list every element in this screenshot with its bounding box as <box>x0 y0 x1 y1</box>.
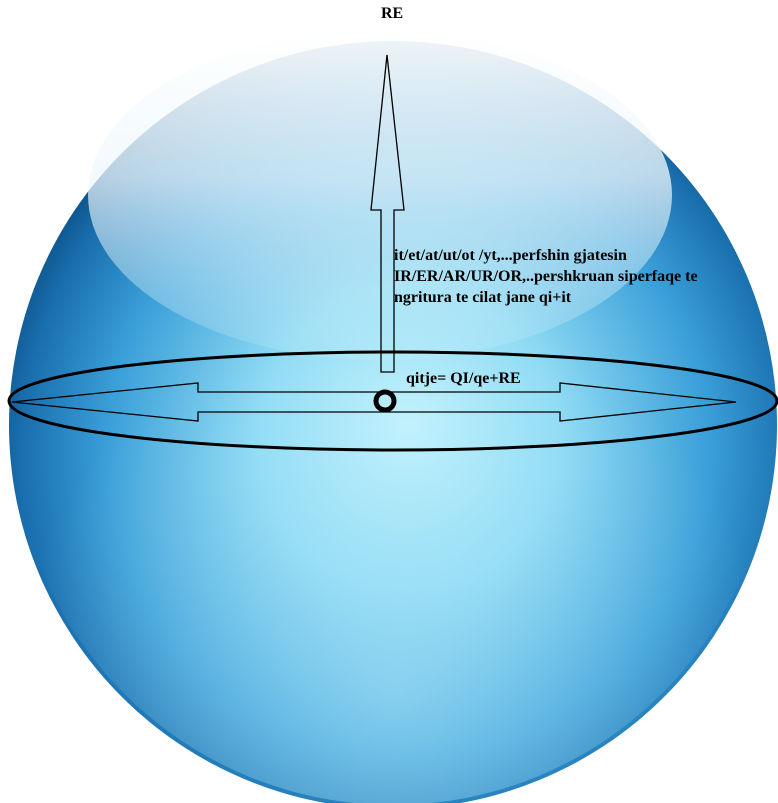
formula-label: qitje= QI/qe+RE <box>406 370 521 387</box>
description-text: it/et/at/ut/ot /yt,...perfshin gjatesin … <box>394 245 698 308</box>
center-marker <box>373 389 397 413</box>
description-line-3: ngritura te cilat jane qi+it <box>394 289 572 306</box>
description-line-2: IR/ER/AR/UR/OR,..pershkruan siperfaqe te <box>394 268 698 285</box>
vertical-arrow <box>370 54 405 373</box>
description-line-1: it/et/at/ut/ot /yt,...perfshin gjatesin <box>394 247 627 264</box>
top-label: RE <box>381 5 404 22</box>
horizontal-arrow <box>11 382 737 422</box>
sphere-highlight <box>88 30 672 360</box>
equator-ellipse <box>7 350 778 452</box>
